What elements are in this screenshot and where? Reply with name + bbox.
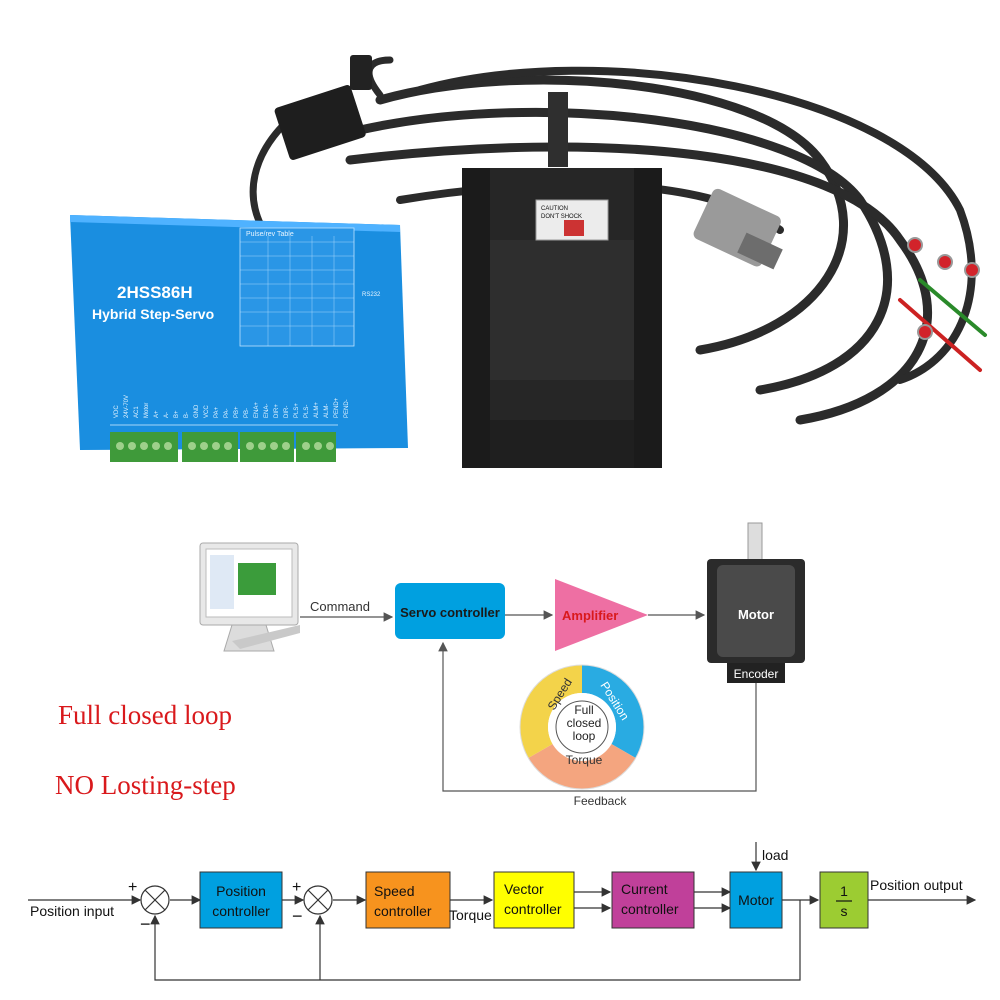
servo-driver: Pulse/rev Table RS232 2HSS86H Hybrid Ste…	[70, 215, 408, 462]
terminal-label: PLS-	[304, 405, 310, 418]
motor-connector-icon	[274, 55, 372, 160]
integrator-numerator: 1	[840, 883, 848, 899]
driver-model: 2HSS86H	[117, 283, 193, 302]
vector-controller-block	[493, 871, 575, 929]
control-block-diagram: + − + − Position input Position controll…	[28, 842, 977, 981]
amplifier-label: Amplifier	[562, 608, 618, 623]
current-controller-line2: controller	[621, 901, 679, 917]
terminal-label: PA-	[224, 408, 230, 418]
terminal-label: ENA-	[264, 404, 270, 418]
pulse-table-title: Pulse/rev Table	[246, 231, 294, 238]
encoder-label: Encoder	[734, 667, 779, 681]
motor-block	[729, 871, 783, 929]
terminal-label: GND	[194, 404, 200, 418]
terminal-label: ALM-	[324, 404, 330, 418]
servo-controller-label: Servo controller	[400, 605, 500, 620]
servo-controller-block	[395, 583, 505, 639]
terminal-label: DIR-	[284, 406, 290, 418]
driver-terminal-labels: VDC 24V-70V AC1 Motor A+ A- B+ B- GND VCC PA+ PA- PB…	[112, 360, 362, 422]
integrator-block	[819, 871, 869, 929]
dont-shock-label: DON'T SHOCK	[541, 214, 582, 220]
terminal-label: VDC	[114, 405, 120, 418]
torque-label: Torque	[449, 907, 492, 923]
computer-monitor-icon	[199, 542, 300, 652]
position-output-label: Position output	[870, 877, 963, 893]
sum1-plus: +	[128, 879, 137, 896]
terminal-label: B+	[174, 410, 180, 418]
product-photo: CAUTION DON'T SHOCK Pulse/rev Table RS23…	[70, 55, 987, 468]
speed-controller-block	[365, 871, 451, 929]
integrator-denominator: s	[841, 903, 848, 919]
rs232-label: RS232	[362, 292, 381, 298]
ring-terminal-icons	[907, 237, 980, 340]
current-controller-block	[611, 871, 695, 929]
terminal-label: PEND-	[344, 399, 350, 418]
tagline-no-losting-step: NO Losting-step	[55, 770, 236, 800]
summing-junction-2	[303, 885, 333, 915]
driver-subtitle: Hybrid Step-Servo	[92, 306, 214, 322]
terminal-label: PLS+	[294, 403, 300, 418]
position-controller-line2: controller	[212, 903, 270, 919]
terminal-label: A+	[154, 410, 160, 418]
closed-loop-diagram: Command Servo controller Amplifier Motor…	[199, 522, 805, 808]
terminal-label: ALM+	[314, 402, 320, 418]
current-controller-line1: Current	[621, 881, 668, 897]
tagline-full-closed-loop: Full closed loop	[58, 700, 232, 730]
motor-block-label: Motor	[738, 892, 774, 908]
sum1-minus: −	[140, 914, 151, 934]
motor-label: Motor	[738, 607, 774, 622]
terminal-label: PB+	[234, 406, 240, 418]
load-label: load	[762, 847, 788, 863]
terminal-label: AC1	[134, 406, 140, 418]
terminal-label: VCC	[204, 405, 210, 418]
speed-controller-line2: controller	[374, 903, 432, 919]
position-input-label: Position input	[30, 903, 114, 919]
sum2-minus: −	[292, 906, 303, 926]
terminal-label: ENA+	[254, 402, 260, 418]
ring-center-line3: loop	[573, 729, 596, 743]
stepper-motor: CAUTION DON'T SHOCK	[462, 92, 662, 468]
terminal-label: 24V-70V	[124, 395, 130, 418]
terminal-label: Motor	[144, 403, 150, 418]
terminal-label: B-	[184, 412, 190, 418]
position-controller-block	[199, 871, 283, 929]
db-connector-icon	[693, 188, 783, 270]
terminal-label: PEND+	[334, 397, 340, 418]
ring-torque-label: Torque	[566, 753, 603, 767]
speed-controller-line1: Speed	[374, 883, 414, 899]
ring-center-line2: closed	[567, 716, 602, 730]
ring-center-line1: Full	[574, 703, 593, 717]
amplifier-block	[555, 579, 648, 651]
caution-label: CAUTION	[541, 206, 568, 212]
motor-icon	[707, 522, 805, 683]
summing-junction-1	[140, 885, 170, 915]
terminal-label: PB-	[244, 408, 250, 418]
position-controller-line1: Position	[216, 883, 266, 899]
sum2-plus: +	[292, 879, 301, 896]
closed-loop-ring	[519, 664, 645, 790]
command-label: Command	[310, 599, 370, 614]
vector-controller-line1: Vector	[504, 881, 544, 897]
terminal-label: DIR+	[274, 404, 280, 418]
vector-controller-line2: controller	[504, 901, 562, 917]
terminal-label: A-	[164, 412, 170, 418]
feedback-label: Feedback	[574, 794, 628, 808]
terminal-label: PA+	[214, 406, 220, 418]
